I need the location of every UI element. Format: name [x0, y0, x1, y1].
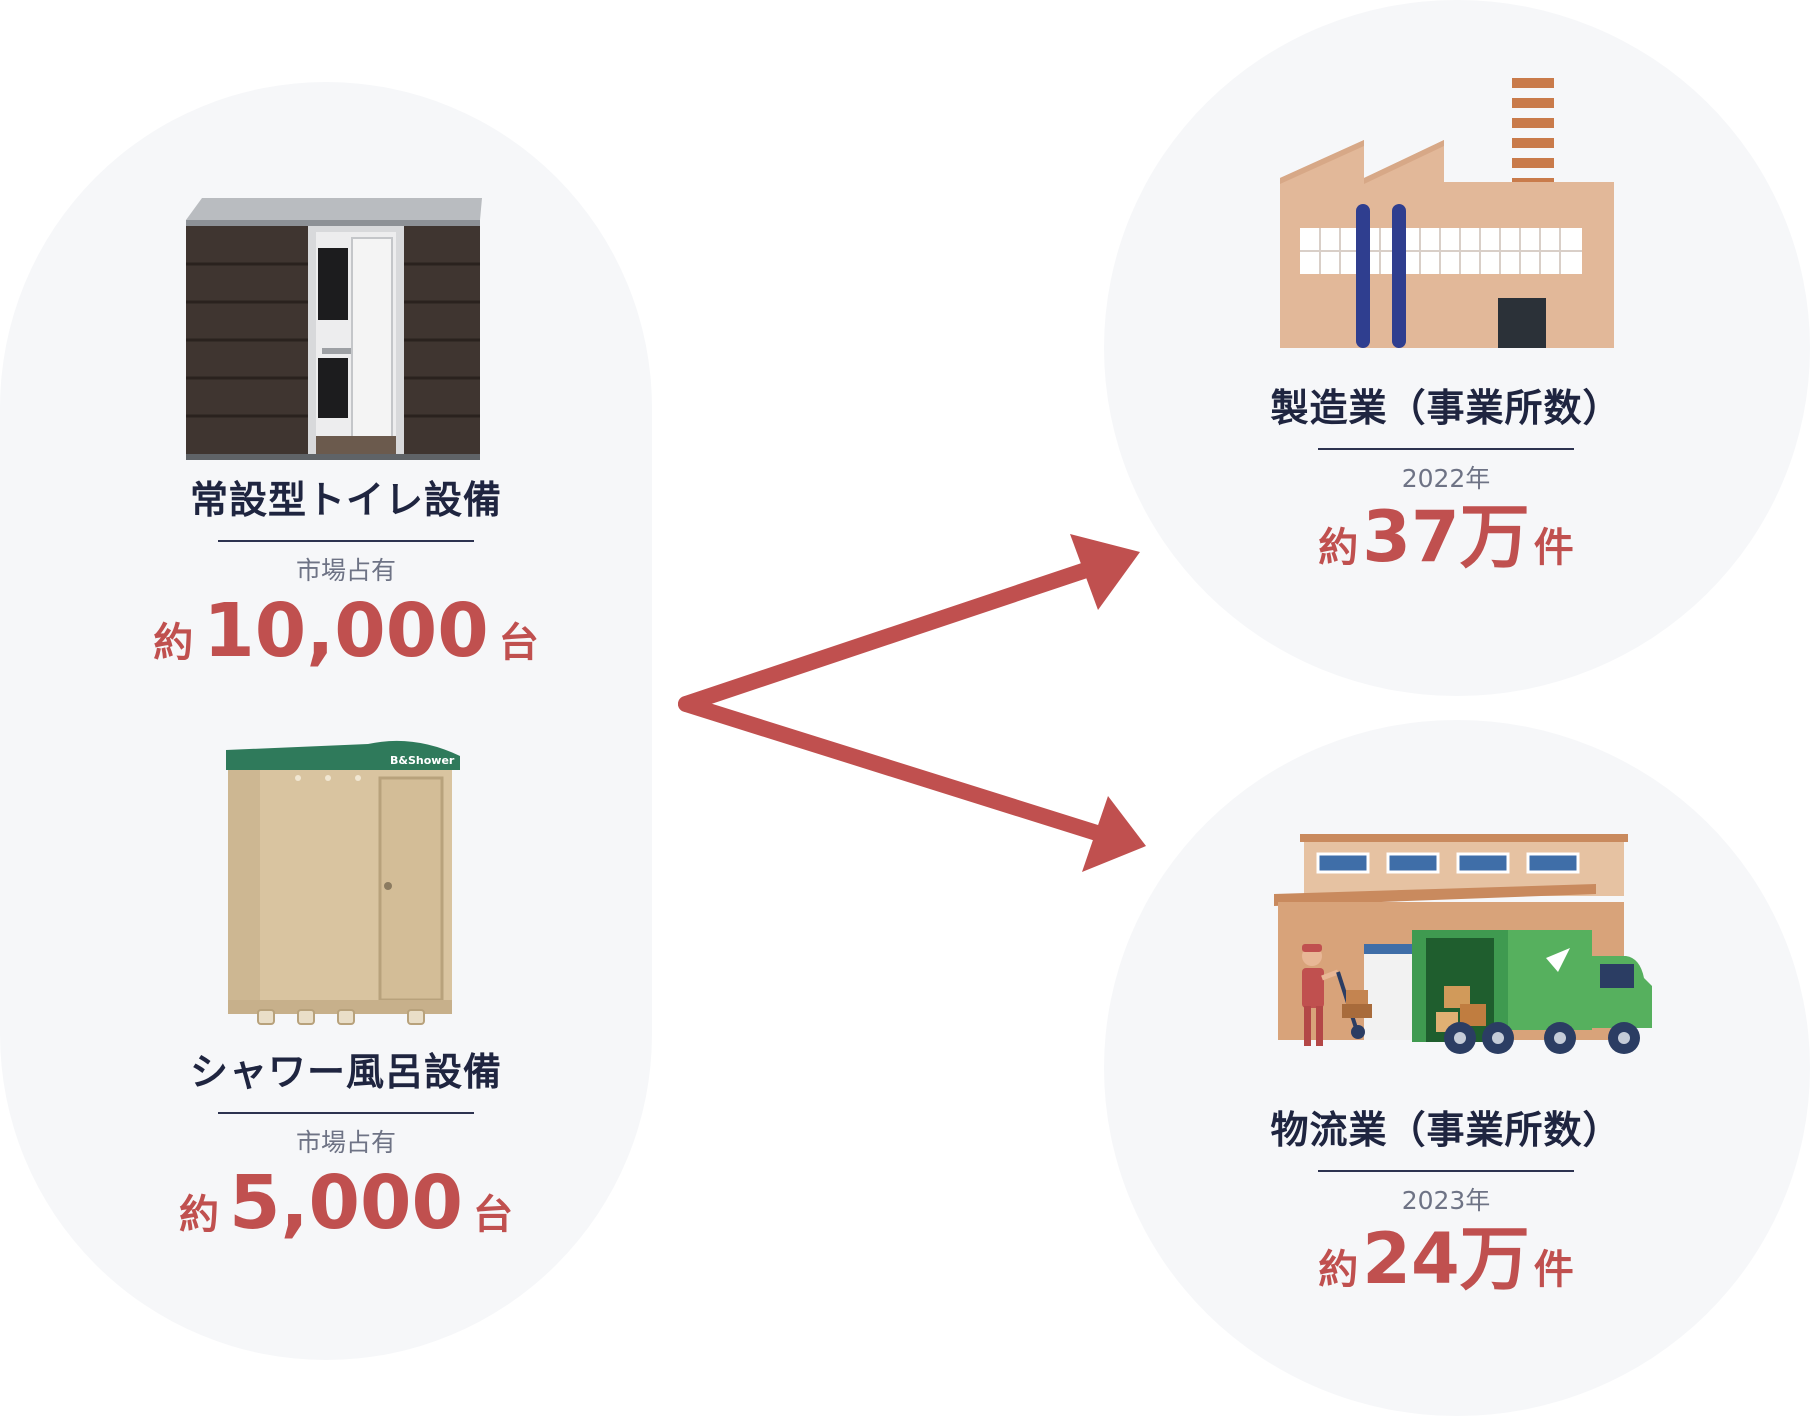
manufacturing-prefix: 約	[1318, 524, 1359, 571]
logistics-divider	[1318, 1169, 1574, 1172]
manufacturing-value: 37万	[1362, 495, 1530, 578]
toilet-prefix: 約	[153, 619, 194, 666]
manufacturing-value-row: 約37万件	[1246, 502, 1646, 572]
shower-value: 5,000	[228, 1159, 464, 1246]
toilet-value: 10,000	[203, 587, 489, 674]
shower-title: シャワー風呂設備	[189, 1050, 502, 1094]
logistics-block: 物流業（事業所数） 2023年 約24万件	[1246, 1108, 1646, 1294]
shower-sub: 市場占有	[295, 1127, 396, 1157]
logistics-sub: 2023年	[1401, 1185, 1491, 1215]
logistics-title: 物流業（事業所数）	[1270, 1108, 1622, 1152]
manufacturing-circle	[1104, 0, 1810, 696]
shower-suffix: 台	[473, 1191, 514, 1238]
logistics-prefix: 約	[1318, 1246, 1359, 1293]
toilet-title: 常設型トイレ設備	[189, 478, 502, 522]
factory-icon	[1280, 78, 1614, 348]
shower-unit-image: B&Shower	[226, 740, 460, 1025]
arrow-to-manufacturing	[678, 534, 1140, 712]
manufacturing-suffix: 件	[1533, 524, 1574, 571]
logistics-suffix: 件	[1533, 1246, 1574, 1293]
toilet-unit-image	[186, 198, 482, 460]
logistics-value: 24万	[1362, 1217, 1530, 1300]
toilet-sub: 市場占有	[295, 555, 396, 585]
toilet-divider	[218, 539, 474, 542]
manufacturing-title: 製造業（事業所数）	[1270, 386, 1622, 430]
shower-divider	[218, 1111, 474, 1114]
manufacturing-sub: 2022年	[1401, 463, 1491, 493]
toilet-suffix: 台	[498, 619, 539, 666]
warehouse-truck-icon	[1274, 834, 1652, 1054]
shower-prefix: 約	[178, 1191, 219, 1238]
manufacturing-block: 製造業（事業所数） 2022年 約37万件	[1246, 386, 1646, 572]
shower-unit-label: B&Shower	[390, 754, 455, 767]
arrow-to-logistics	[678, 696, 1146, 872]
manufacturing-divider	[1318, 447, 1574, 450]
logistics-value-row: 約24万件	[1246, 1224, 1646, 1294]
